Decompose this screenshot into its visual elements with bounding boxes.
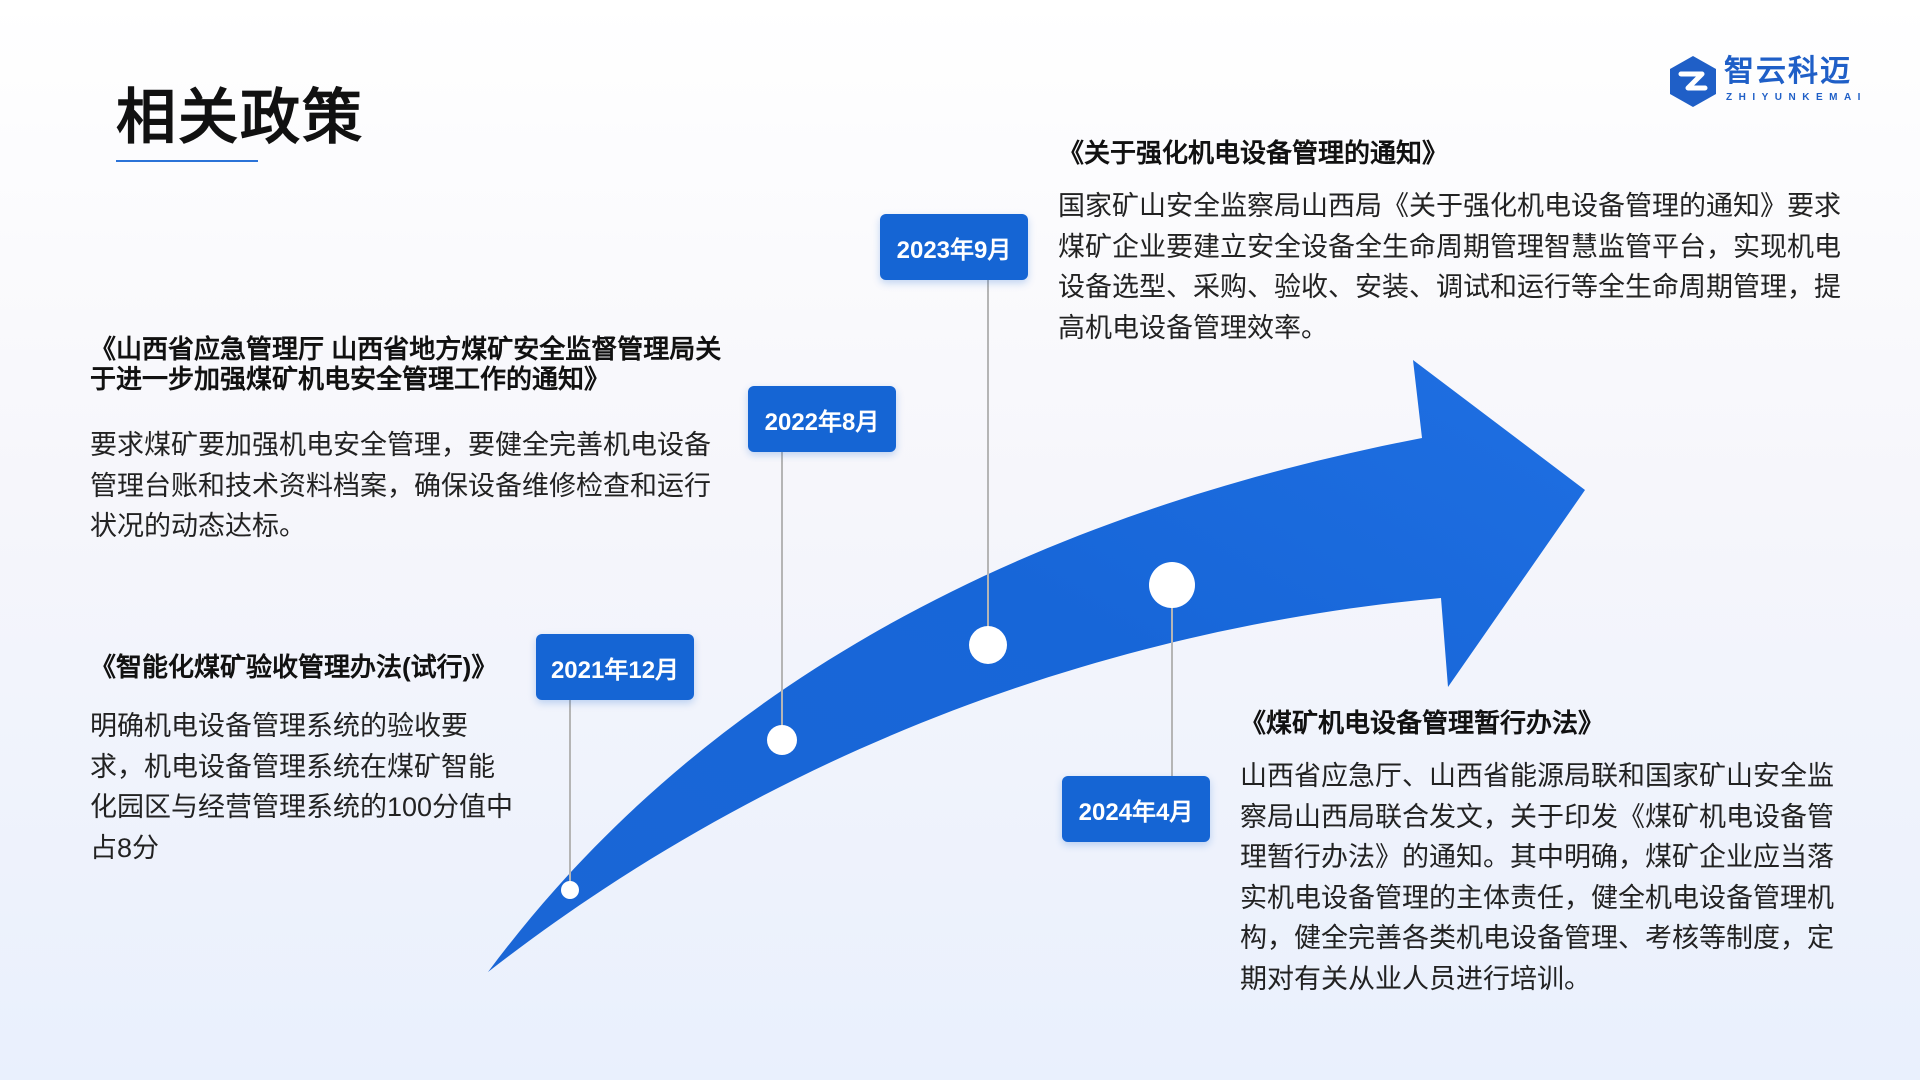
page-title: 相关政策 [116, 84, 364, 151]
policy-title-2021: 《智能化煤矿验收管理办法(试行)》 [90, 652, 498, 682]
logo-text-cn: 智云科迈 [1724, 55, 1852, 88]
logo-hexagon-icon [1670, 56, 1716, 107]
policy-title-2023: 《关于强化机电设备管理的通知》 [1058, 138, 1449, 168]
title-underline [116, 160, 258, 162]
policy-body-2022: 要求煤矿要加强机电安全管理，要健全完善机电设备管理台账和技术资料档案，确保设备维… [90, 430, 711, 541]
date-badge-2022: 2022年8月 [748, 386, 896, 452]
policy-body-2023: 国家矿山安全监察局山西局《关于强化机电设备管理的通知》要求煤矿企业要建立安全设备… [1058, 191, 1841, 343]
date-badge-2023: 2023年9月 [880, 214, 1028, 280]
date-badge-2021: 2021年12月 [536, 634, 694, 700]
timeline-dot-2022 [767, 725, 797, 755]
policy-body-2021: 明确机电设备管理系统的验收要求，机电设备管理系统在煤矿智能化园区与经营管理系统的… [90, 711, 514, 863]
timeline-dot-2023 [969, 626, 1007, 664]
timeline-dot-2024 [1149, 562, 1195, 608]
policy-title-2024: 《煤矿机电设备管理暂行办法》 [1240, 708, 1605, 738]
logo-text-en: ZHIYUNKEMAI [1726, 92, 1867, 103]
date-badge-2024: 2024年4月 [1062, 776, 1210, 842]
brand-logo: 智云科迈 ZHIYUNKEMAI [1666, 52, 1866, 112]
arrow-body [488, 360, 1585, 972]
policy-title-2022: 《山西省应急管理厅 山西省地方煤矿安全监督管理局关于进一步加强煤矿机电安全管理工… [90, 334, 722, 394]
timeline-dot-2021 [561, 881, 579, 899]
policy-body-2024: 山西省应急厅、山西省能源局联和国家矿山安全监察局山西局联合发文，关于印发《煤矿机… [1240, 761, 1834, 994]
